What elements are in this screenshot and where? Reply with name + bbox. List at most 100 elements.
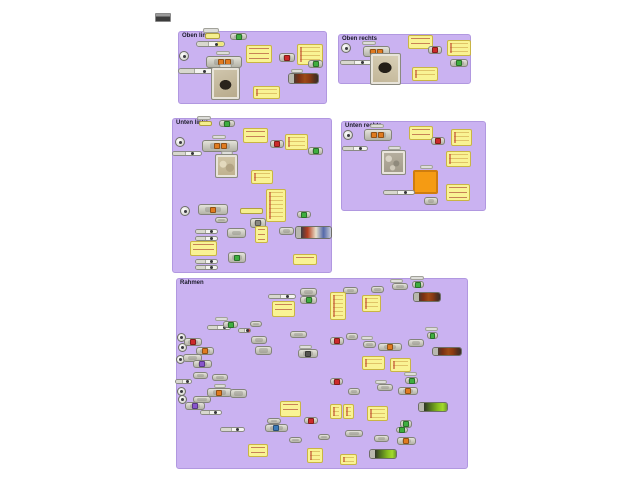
- slider-knob[interactable]: [209, 230, 213, 233]
- component-capsule-98[interactable]: [184, 338, 202, 346]
- component-capsule-62[interactable]: [364, 129, 392, 141]
- number-slider-49[interactable]: [195, 236, 218, 241]
- data-grid-panel-66[interactable]: [451, 129, 472, 146]
- data-grid-panel-91[interactable]: [330, 292, 346, 320]
- data-grid-panel-92[interactable]: [362, 295, 381, 312]
- data-grid-panel-67[interactable]: [446, 151, 471, 167]
- number-slider-80[interactable]: [268, 294, 296, 299]
- component-capsule-122[interactable]: [207, 388, 232, 397]
- data-panel-59[interactable]: [293, 254, 317, 265]
- data-grid-panel-117[interactable]: [390, 358, 411, 372]
- data-grid-panel-146[interactable]: [367, 406, 388, 421]
- color-swatch-71[interactable]: [413, 170, 438, 194]
- data-panel-9[interactable]: [246, 45, 272, 63]
- component-capsule-46[interactable]: [215, 217, 228, 223]
- number-slider-8[interactable]: [178, 68, 216, 74]
- component-capsule-84[interactable]: [343, 287, 358, 294]
- gradient-preview-115[interactable]: [432, 347, 462, 356]
- component-capsule-33[interactable]: [202, 140, 238, 152]
- number-slider-120[interactable]: [175, 379, 192, 384]
- mini-panel-29[interactable]: [199, 121, 212, 126]
- component-capsule-103[interactable]: [255, 346, 272, 355]
- slider-knob[interactable]: [246, 329, 250, 332]
- image-sampler-bat[interactable]: [370, 53, 401, 85]
- component-capsule-85[interactable]: [371, 286, 384, 293]
- data-panel-22[interactable]: [408, 35, 433, 49]
- component-capsule-128[interactable]: [267, 418, 281, 424]
- component-capsule-88[interactable]: [412, 281, 424, 288]
- component-capsule-99[interactable]: [196, 347, 214, 355]
- slider-knob[interactable]: [214, 42, 218, 46]
- component-capsule-113[interactable]: [427, 332, 438, 339]
- param-node-75[interactable]: [177, 333, 186, 342]
- component-capsule-132[interactable]: [318, 434, 330, 440]
- slider-knob[interactable]: [209, 260, 213, 263]
- component-capsule-102[interactable]: [251, 336, 267, 344]
- slider-knob[interactable]: [286, 295, 290, 298]
- component-capsule-73[interactable]: [424, 197, 438, 205]
- component-capsule-108[interactable]: [330, 337, 344, 345]
- component-capsule-38[interactable]: [308, 147, 323, 155]
- component-capsule-43[interactable]: [198, 204, 228, 215]
- component-capsule-96[interactable]: [250, 321, 262, 327]
- component-capsule-54[interactable]: [297, 211, 311, 218]
- number-slider-21[interactable]: [340, 60, 372, 65]
- component-capsule-151[interactable]: [396, 427, 408, 433]
- number-slider-72[interactable]: [383, 190, 415, 195]
- param-node-18[interactable]: [341, 43, 351, 53]
- slider-knob[interactable]: [191, 152, 195, 155]
- component-capsule-136[interactable]: [330, 378, 343, 385]
- component-capsule-65[interactable]: [431, 137, 445, 145]
- mini-panel-2[interactable]: [205, 33, 220, 39]
- data-grid-panel-17[interactable]: [253, 86, 280, 99]
- component-capsule-129[interactable]: [265, 424, 288, 432]
- component-capsule-100[interactable]: [183, 354, 202, 362]
- component-capsule-14[interactable]: [308, 60, 323, 68]
- component-capsule-58[interactable]: [228, 252, 246, 263]
- component-capsule-118[interactable]: [193, 372, 208, 379]
- number-slider-4[interactable]: [196, 41, 225, 47]
- component-capsule-82[interactable]: [300, 288, 317, 296]
- gradient-preview-13[interactable]: [288, 73, 319, 84]
- component-capsule-140[interactable]: [398, 387, 418, 395]
- component-capsule-112[interactable]: [408, 339, 424, 347]
- data-panel-64[interactable]: [409, 126, 433, 140]
- component-capsule-36[interactable]: [270, 140, 284, 148]
- component-capsule-131[interactable]: [304, 417, 318, 424]
- param-node-5[interactable]: [179, 51, 189, 61]
- param-node-79[interactable]: [178, 395, 187, 404]
- gradient-preview-152[interactable]: [369, 449, 397, 459]
- component-capsule-150[interactable]: [397, 437, 416, 445]
- component-capsule-83[interactable]: [300, 296, 317, 304]
- slider-knob[interactable]: [209, 266, 213, 269]
- slider-knob[interactable]: [185, 380, 189, 383]
- component-capsule-124[interactable]: [185, 402, 205, 410]
- data-grid-panel-144[interactable]: [330, 404, 342, 419]
- data-panel-134[interactable]: [248, 444, 268, 457]
- param-node-60[interactable]: [343, 130, 353, 140]
- component-capsule-111[interactable]: [378, 343, 402, 351]
- data-panel-51[interactable]: [255, 226, 268, 243]
- data-panel-81[interactable]: [272, 301, 295, 317]
- image-sampler-stone[interactable]: [215, 154, 238, 178]
- component-capsule-101[interactable]: [193, 360, 212, 368]
- component-capsule-3[interactable]: [230, 33, 247, 40]
- component-capsule-139[interactable]: [377, 384, 393, 391]
- component-capsule-119[interactable]: [212, 374, 228, 381]
- component-capsule-148[interactable]: [345, 430, 363, 437]
- image-sampler-gravel[interactable]: [381, 150, 406, 175]
- slider-knob[interactable]: [403, 191, 407, 194]
- number-slider-126[interactable]: [200, 410, 222, 415]
- data-grid-panel-37[interactable]: [285, 134, 308, 150]
- data-grid-panel-26[interactable]: [412, 67, 438, 81]
- component-capsule-95[interactable]: [223, 321, 238, 328]
- number-slider-34[interactable]: [172, 151, 202, 156]
- number-slider-57[interactable]: [195, 265, 218, 270]
- number-slider-48[interactable]: [195, 229, 218, 234]
- slider-knob[interactable]: [236, 428, 240, 431]
- component-capsule-50[interactable]: [227, 228, 246, 238]
- component-capsule-133[interactable]: [289, 437, 302, 443]
- slider-knob[interactable]: [214, 411, 218, 414]
- data-grid-panel-24[interactable]: [447, 40, 471, 56]
